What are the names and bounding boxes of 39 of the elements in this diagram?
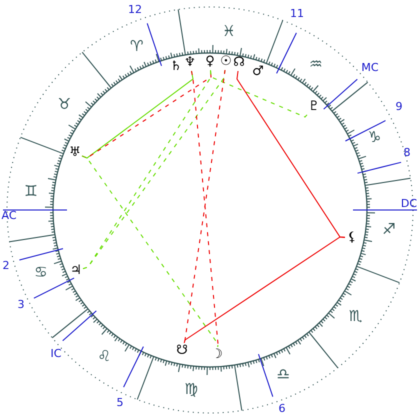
house-label: 6 bbox=[278, 403, 286, 415]
aspect-line bbox=[184, 236, 346, 344]
zodiac-sign: ♌ bbox=[97, 348, 111, 364]
zodiac-sign: ♓ bbox=[222, 22, 236, 39]
house-label: 5 bbox=[116, 397, 124, 409]
zodiac-sign: ♏ bbox=[348, 308, 362, 324]
planet-glyph: ☽ bbox=[210, 347, 224, 363]
aspect-line bbox=[210, 70, 308, 118]
house-label: IC bbox=[50, 348, 62, 360]
house-label: 8 bbox=[404, 147, 410, 159]
zodiac-sign: ♎ bbox=[276, 366, 290, 382]
house-label: 2 bbox=[2, 260, 10, 272]
zodiac-sign: ♑ bbox=[368, 128, 382, 145]
planet-glyph: ♂ bbox=[251, 64, 265, 80]
planet-glyph: ☉ bbox=[219, 54, 233, 70]
planet-glyph: ♅ bbox=[68, 145, 82, 161]
aspect-line bbox=[82, 155, 219, 348]
planet-glyph: ♆ bbox=[183, 55, 197, 71]
planet-glyph: ♃ bbox=[69, 263, 83, 279]
planet-glyph: ♀ bbox=[203, 54, 217, 70]
zodiac-sign: ♐ bbox=[382, 220, 396, 237]
planet-glyph: ⚸ bbox=[345, 230, 359, 246]
zodiac-sign: ♍ bbox=[184, 381, 198, 397]
house-label: 12 bbox=[128, 4, 142, 16]
planet-glyph: ☋ bbox=[175, 343, 189, 359]
zodiac-sign: ♒ bbox=[309, 56, 323, 72]
zodiac-sign: ♈ bbox=[130, 38, 144, 54]
house-label: 9 bbox=[396, 101, 402, 113]
planet-glyph: ♇ bbox=[307, 99, 321, 115]
house-label: DC bbox=[400, 198, 418, 210]
house-label: MC bbox=[361, 62, 379, 74]
zodiac-sign: ♋ bbox=[34, 264, 48, 280]
house-label: 11 bbox=[290, 8, 304, 20]
planet-glyph: ☊ bbox=[232, 55, 246, 71]
house-label: AC bbox=[2, 210, 16, 222]
zodiac-sign: ♉ bbox=[58, 96, 72, 112]
house-label: 3 bbox=[18, 299, 24, 311]
zodiac-sign: ♊ bbox=[24, 183, 38, 200]
planet-glyph: ♄ bbox=[169, 59, 183, 75]
